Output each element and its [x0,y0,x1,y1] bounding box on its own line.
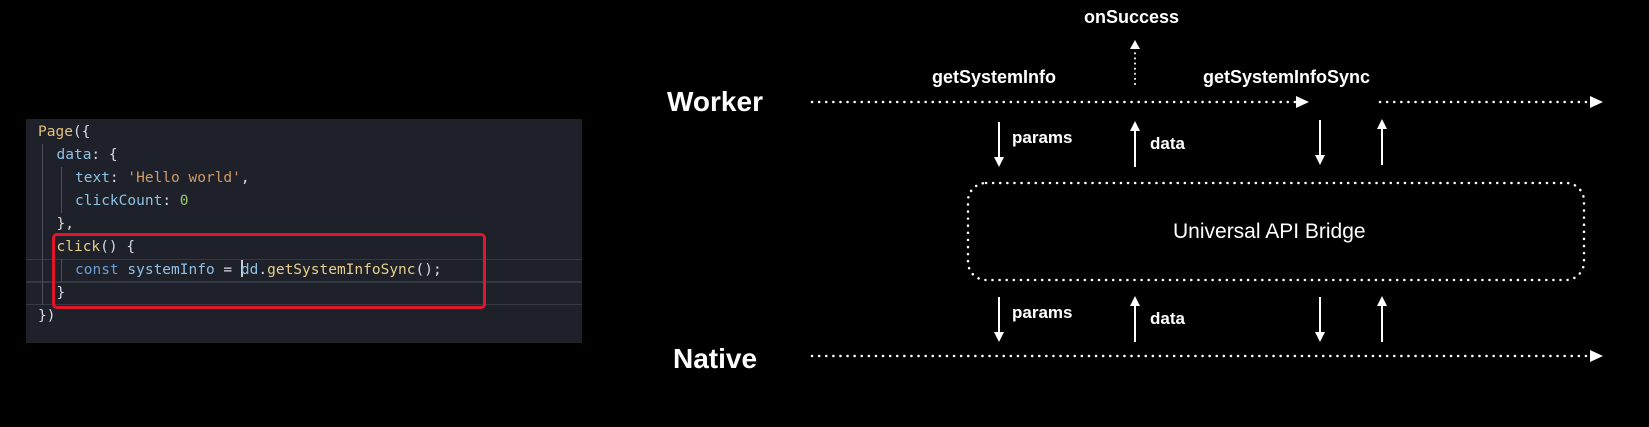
worker-label: Worker [667,86,763,117]
code-line: clickCount: 0 [75,190,189,213]
code-token: () { [100,239,136,255]
sync-up-arrowhead-upper [1377,119,1387,129]
code-token: . [258,262,268,278]
indent-guide [42,144,43,167]
sync-down-arrowhead-lower [1315,332,1325,342]
code-line: const systemInfo = dd.getSystemInfoSync(… [75,259,442,282]
code-token: const [75,262,128,278]
bridge-box [966,181,1586,282]
code-token: ({ [72,124,91,140]
code-token: dd [240,262,259,278]
indent-guide [42,213,43,236]
indent-guide [42,236,43,259]
worker-timeline-arrowhead-2 [1590,96,1603,108]
code-token: data [56,147,92,163]
code-token: Page [38,124,73,140]
code-editor-panel: Page({data: {text: 'Hello world',clickCo… [26,119,582,343]
code-token: }) [38,308,56,324]
indent-guide [42,167,43,190]
native-label: Native [673,343,758,374]
data-label-lower: data [1150,309,1185,328]
code-line: Page({ [38,121,90,144]
code-token: click [56,239,101,255]
sync-down-arrowhead-upper [1315,155,1325,165]
on-success-arrowhead [1130,40,1140,49]
code-token: }, [56,216,74,232]
code-token: , [240,170,250,186]
current-line-highlight [26,282,582,305]
code-line: click() { [57,236,136,259]
text-cursor [240,260,243,277]
code-token: : [162,193,180,209]
code-token: (); [415,262,442,278]
code-line: }, [57,213,74,236]
get-system-info-label: getSystemInfo [932,67,1057,87]
get-system-info-sync-label: getSystemInfoSync [1203,67,1371,87]
code-line: } [57,282,66,305]
worker-timeline-arrowhead-1 [1296,96,1309,108]
data-arrowhead-upper [1130,121,1140,131]
code-token: text [75,170,110,186]
code-line: }) [38,305,55,328]
code-line: data: { [57,144,118,167]
code-token: getSystemInfoSync [267,262,416,278]
indent-guide [60,167,62,190]
current-line-highlight [26,259,582,282]
sync-up-arrowhead-lower [1377,296,1387,306]
params-label-upper: params [1012,128,1073,147]
native-timeline-arrowhead [1590,350,1603,362]
indent-guide [42,259,43,282]
data-label-upper: data [1150,134,1185,153]
indent-guide [60,190,62,213]
code-line: text: 'Hello world', [75,167,250,190]
code-token: : { [91,147,118,163]
code-token: : [109,170,128,186]
code-token: 0 [179,193,189,209]
indent-guide [42,282,43,305]
code-token: = [214,262,241,278]
on-success-label: onSuccess [1084,7,1180,27]
params-arrowhead-lower [994,332,1004,342]
data-arrowhead-lower [1130,296,1140,306]
params-arrowhead-upper [994,157,1004,167]
code-token: } [56,285,66,301]
indent-guide [42,190,43,213]
params-label-lower: params [1012,303,1073,322]
code-token: clickCount [75,193,163,209]
bridge-label: Universal API Bridge [1173,220,1366,243]
code-token: 'Hello world' [127,170,241,186]
code-token: systemInfo [127,262,215,278]
highlight-box [52,233,486,309]
indent-guide [60,259,62,282]
